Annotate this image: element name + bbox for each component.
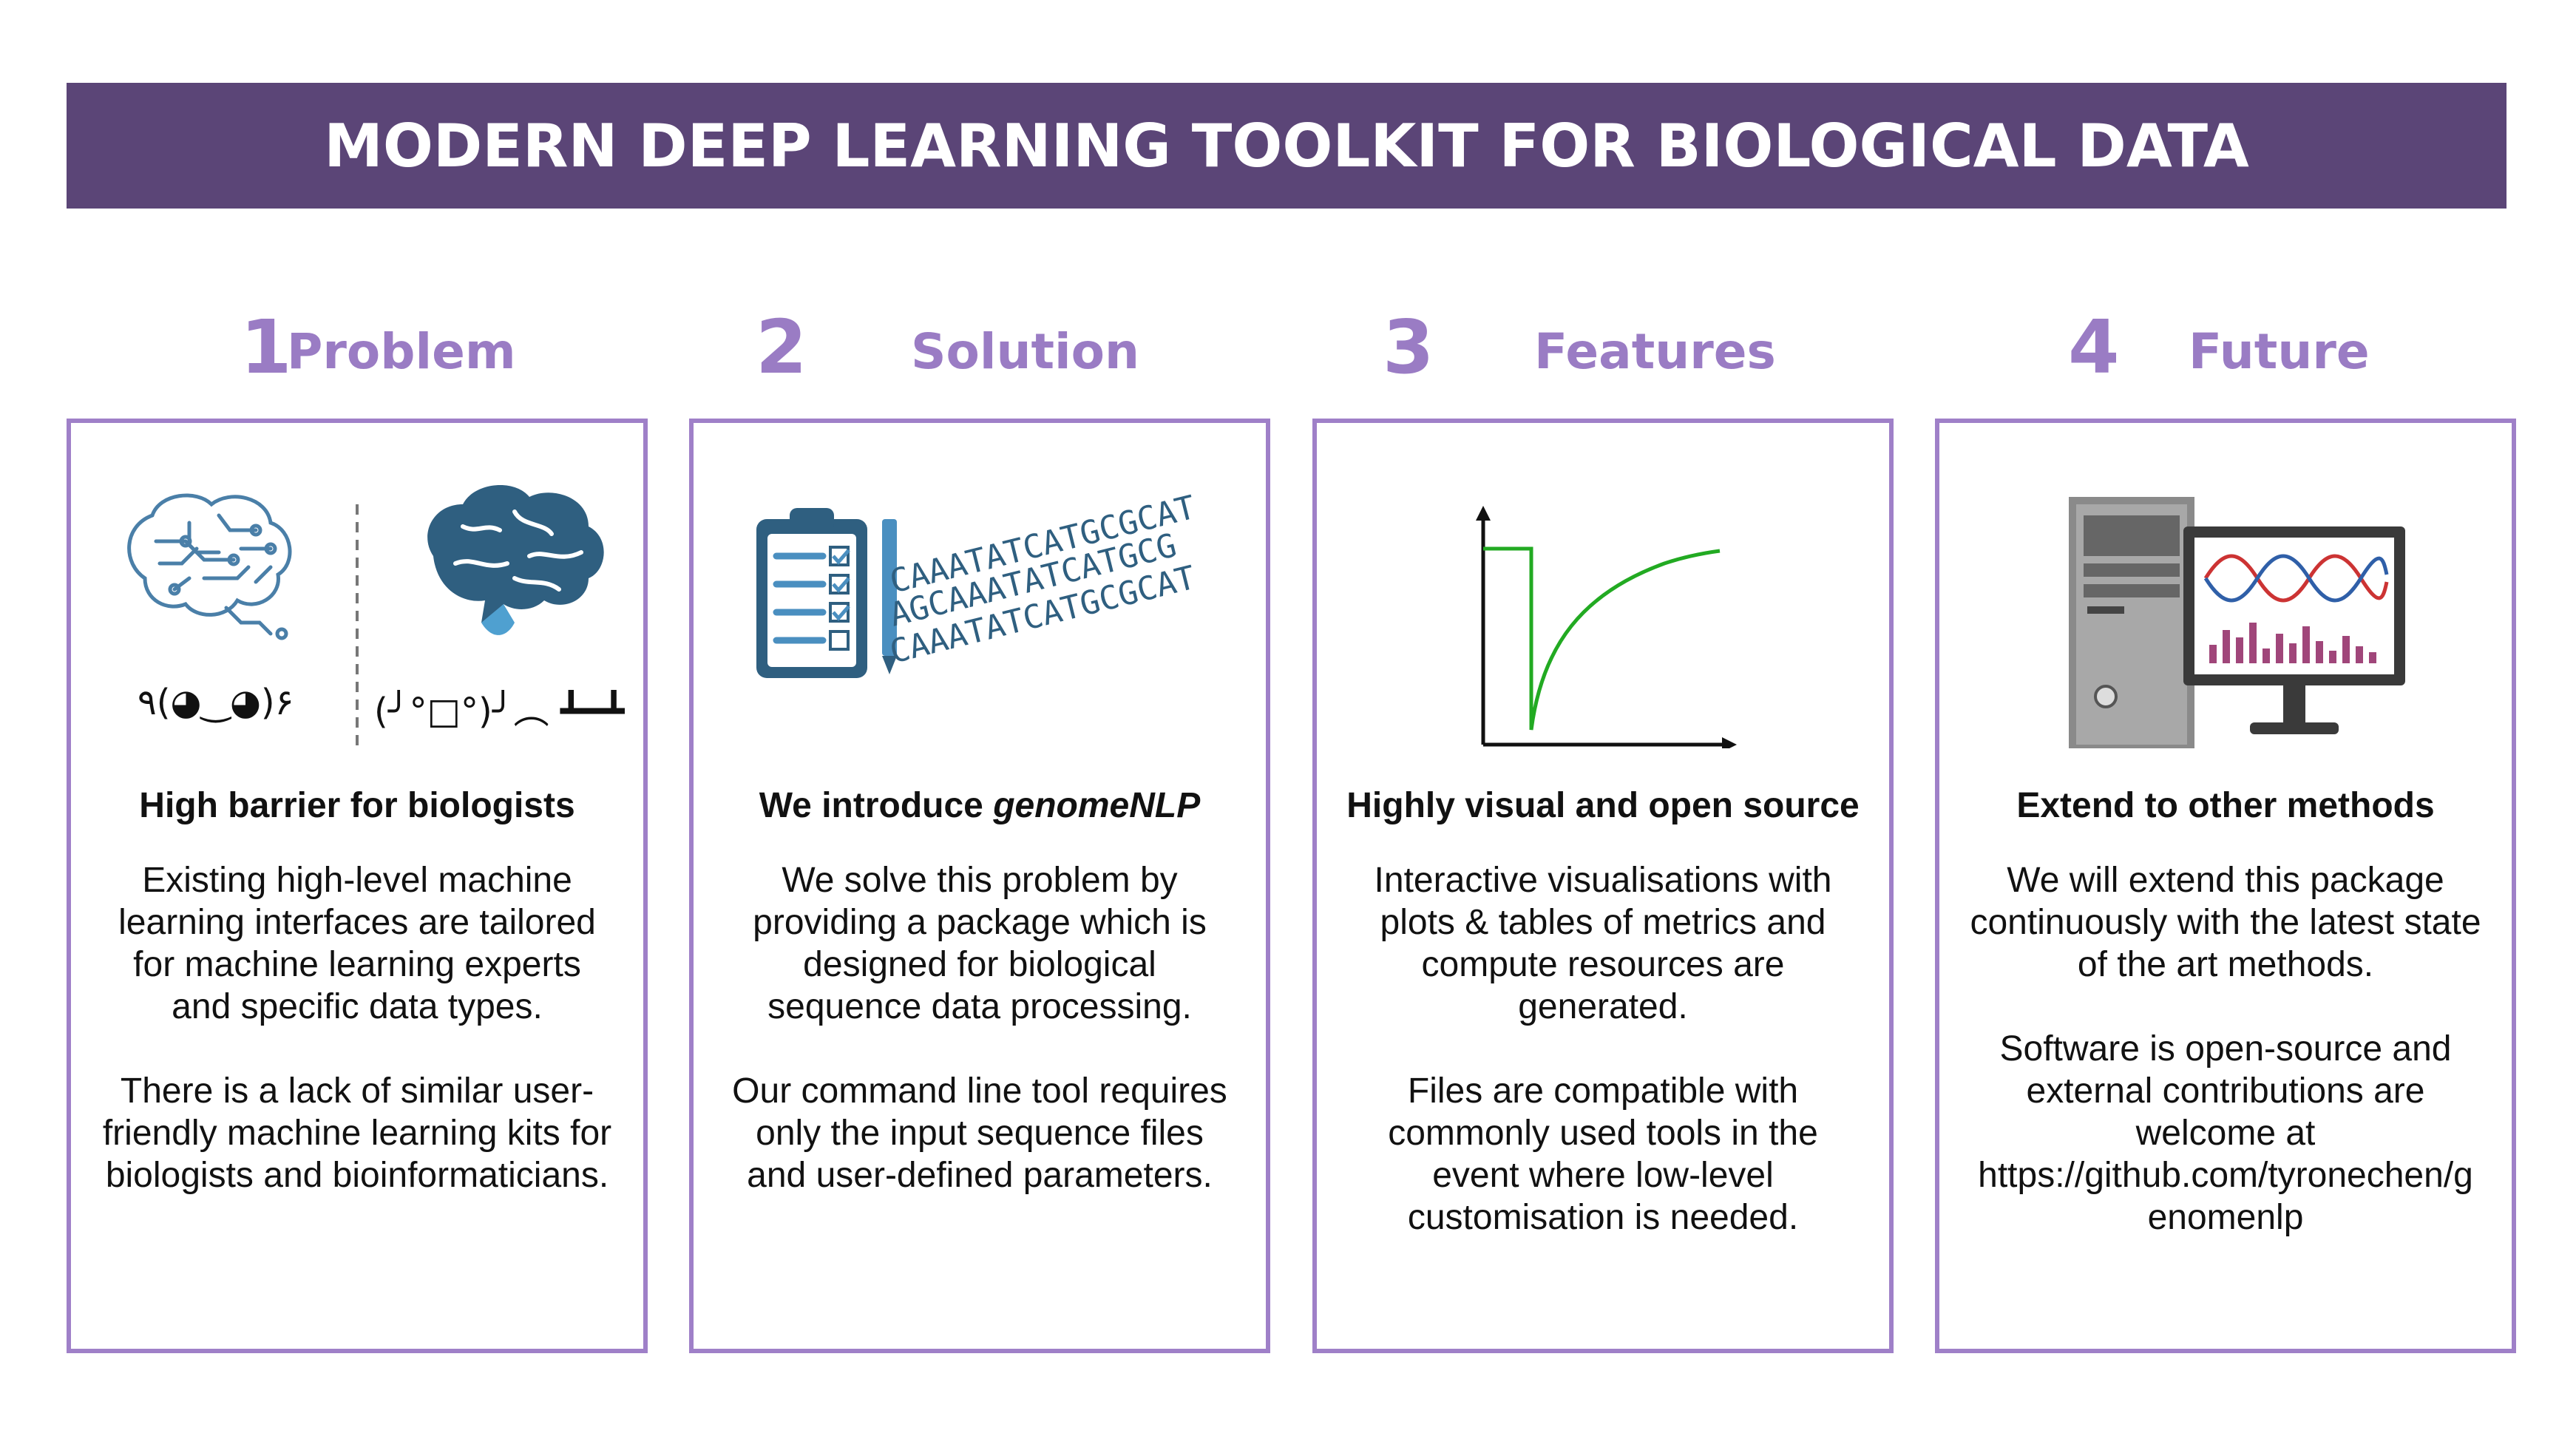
title-banner: MODERN DEEP LEARNING TOOLKIT FOR BIOLOGI… (67, 83, 2506, 209)
desktop-computer-icon (2069, 497, 2405, 748)
table-flip-kaomoji: (╯°□°)╯︵ ┻━┻ (374, 691, 625, 732)
solution-illustration: CAAATATCATGCGCAT AGCAAATATCATGCG CAAATAT… (756, 489, 1199, 678)
column-header-solution: 2 Solution (689, 299, 1273, 396)
circuit-brain-icon (127, 493, 292, 640)
subtitle-prefix: We introduce (759, 786, 994, 825)
happy-kaomoji: ٩(◕‿◕)۶ (138, 682, 294, 723)
panel-subtitle: We introduce genomeNLP (694, 785, 1266, 826)
panel-problem: ٩(◕‿◕)۶ (╯°□°)╯︵ ┻━┻ High barrier for bi… (67, 419, 648, 1353)
column-name: Solution (911, 323, 1139, 380)
dna-sequence-text: CAAATATCATGCGCAT AGCAAATATCATGCG CAAATAT… (886, 489, 1199, 671)
panel-subtitle: Extend to other methods (2016, 786, 2435, 825)
panel-body: Existing high-level machine learning int… (101, 859, 614, 1239)
column-number: 2 (756, 304, 807, 390)
panel-body: We will extend this package continuously… (1969, 859, 2482, 1281)
panel-subtitle: Highly visual and open source (1346, 786, 1860, 825)
panel-paragraph: There is a lack of similar user-friendly… (102, 1071, 612, 1195)
panel-paragraph: Existing high-level machine learning int… (118, 861, 596, 1026)
panel-subtitle: High barrier for biologists (139, 786, 575, 825)
column-header-features: 3 Features (1312, 299, 1897, 396)
panel-body: Interactive visualisations with plots & … (1346, 859, 1860, 1281)
panel-paragraph: We will extend this package continuously… (1970, 861, 2481, 984)
brain-icon (427, 484, 604, 635)
panel-paragraph: We solve this problem by providing a pac… (753, 861, 1207, 1026)
column-number: 1 (240, 304, 292, 390)
panel-paragraph: Interactive visualisations with plots & … (1374, 861, 1832, 1026)
future-illustration (2069, 497, 2405, 748)
features-illustration (1476, 506, 1737, 748)
clipboard-checklist-icon (756, 508, 867, 678)
panel-features: Highly visual and open source Interactiv… (1312, 419, 1894, 1353)
column-header-future: 4 Future (1935, 299, 2519, 396)
column-header-problem: 1 Problem (67, 299, 651, 396)
panel-paragraph: Files are compatible with commonly used … (1388, 1071, 1818, 1237)
problem-illustration (127, 484, 604, 748)
pen-icon (882, 519, 897, 674)
line-chart-icon (1476, 506, 1737, 748)
column-number: 4 (2068, 304, 2120, 390)
column-name: Problem (287, 323, 516, 380)
panel-paragraph: Our command line tool requires only the … (732, 1071, 1227, 1195)
panel-paragraph: Software is open-source and external con… (1978, 1029, 2473, 1237)
package-name: genomeNLP (993, 786, 1201, 825)
panel-future: Extend to other methods We will extend t… (1935, 419, 2516, 1353)
column-name: Future (2189, 323, 2370, 380)
page-title: MODERN DEEP LEARNING TOOLKIT FOR BIOLOGI… (324, 111, 2249, 180)
panel-body: We solve this problem by providing a pac… (723, 859, 1236, 1239)
column-name: Features (1534, 323, 1776, 380)
panel-solution: CAAATATCATGCGCAT AGCAAATATCATGCG CAAATAT… (689, 419, 1270, 1353)
column-number: 3 (1383, 304, 1434, 390)
